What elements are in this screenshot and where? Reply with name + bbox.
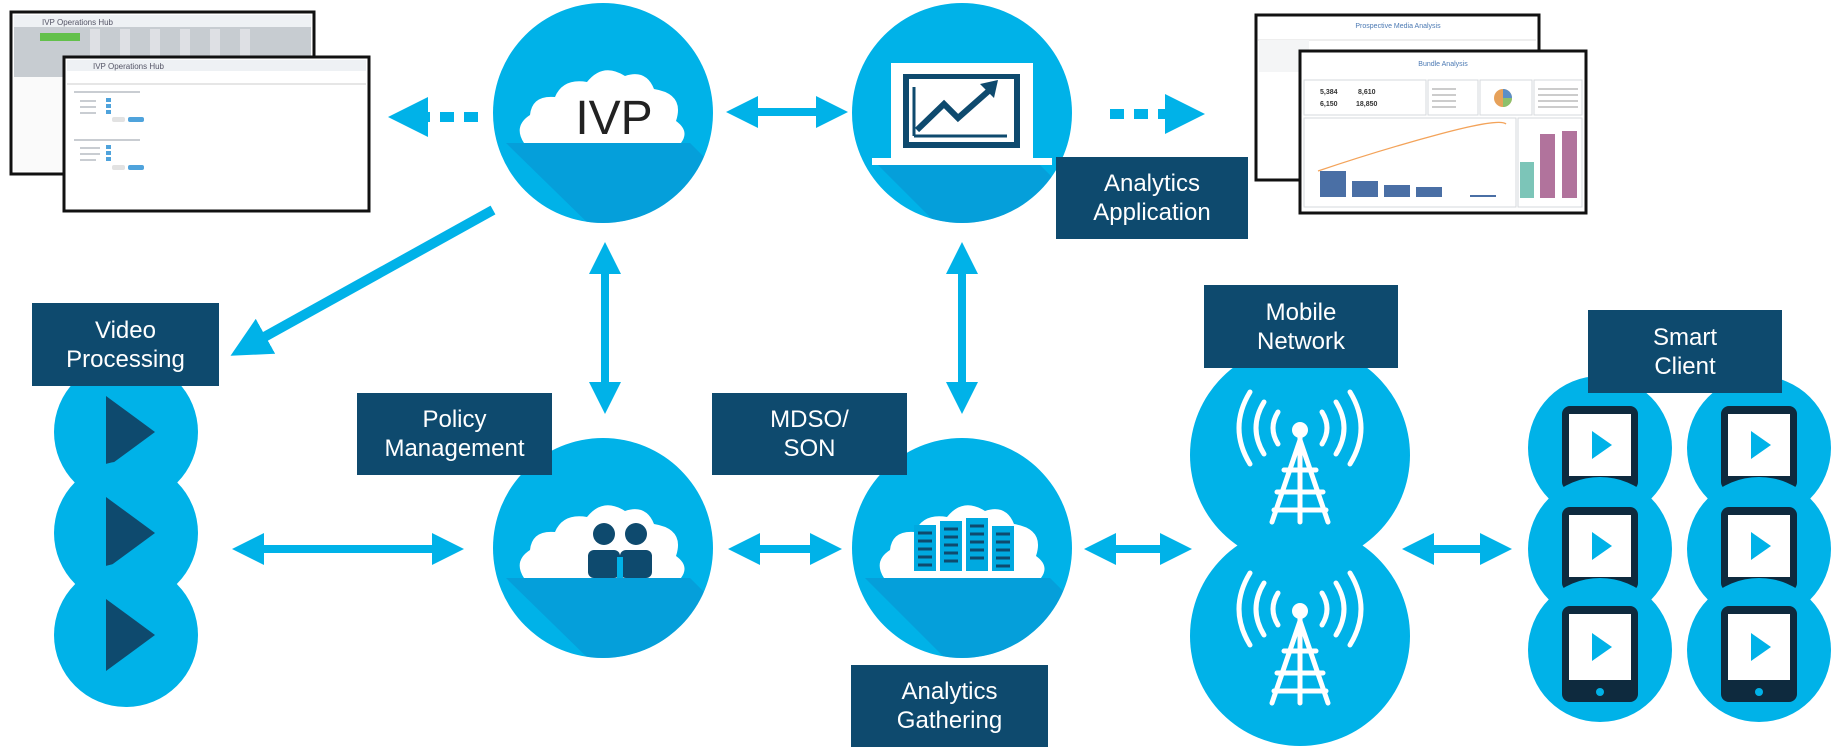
ivp-ui-screenshot: IVP Operations Hub IVP Operations Hub bbox=[9, 10, 371, 213]
play-icon bbox=[1751, 532, 1771, 560]
smart-client-label: Smart Client bbox=[1588, 310, 1782, 393]
analytics-application-label: Analytics Application bbox=[1056, 157, 1248, 239]
ivp-node: IVP bbox=[493, 3, 713, 223]
analytics-dashboard-screenshot: Prospective Media Analysis Bundle Analys… bbox=[1254, 13, 1588, 215]
video-stream-3 bbox=[54, 563, 198, 707]
play-icon bbox=[1751, 431, 1771, 459]
ivp-node-label: IVP bbox=[575, 92, 652, 145]
mobile-network-label: Mobile Network bbox=[1204, 285, 1398, 368]
analytics-gathering-label: Analytics Gathering bbox=[851, 665, 1048, 747]
dashboard-back-title: Prospective Media Analysis bbox=[1355, 23, 1441, 30]
dashboard-kpi-4: 18,850 bbox=[1356, 101, 1378, 108]
people-icon bbox=[588, 523, 652, 578]
cloud-icon bbox=[519, 70, 685, 143]
dashboard-kpi-3: 8,610 bbox=[1358, 89, 1376, 96]
ivp-ui-title-front: IVP Operations Hub bbox=[93, 62, 165, 71]
dashboard-kpi-2: 6,150 bbox=[1320, 101, 1338, 108]
device-5 bbox=[1528, 578, 1672, 722]
video-processing-label: Video Processing bbox=[32, 303, 219, 386]
policy-management-label: Policy Management bbox=[357, 393, 552, 475]
cell-tower-icon bbox=[1236, 570, 1364, 706]
device-1 bbox=[1528, 376, 1672, 520]
dashboard-front-title: Bundle Analysis bbox=[1418, 61, 1468, 68]
video-stream-2 bbox=[54, 461, 198, 605]
mobile-network-node bbox=[1190, 345, 1410, 746]
play-icon bbox=[1592, 532, 1612, 560]
arrow-ivp-to-video-processing bbox=[230, 205, 496, 356]
play-icon bbox=[1592, 431, 1612, 459]
cell-tower-icon bbox=[1236, 389, 1364, 525]
device-2 bbox=[1687, 376, 1831, 520]
device-6 bbox=[1687, 578, 1831, 722]
video-stream-1 bbox=[54, 360, 198, 504]
play-icon bbox=[106, 396, 155, 468]
ivp-ui-title-back: IVP Operations Hub bbox=[42, 18, 114, 27]
play-icon bbox=[106, 497, 155, 569]
laptop-chart-icon bbox=[872, 63, 1052, 165]
device-4 bbox=[1687, 477, 1831, 621]
dashboard-kpi-1: 5,384 bbox=[1320, 89, 1338, 96]
device-3 bbox=[1528, 477, 1672, 621]
cell-tower-1 bbox=[1190, 345, 1410, 565]
smart-client-node bbox=[1528, 376, 1831, 722]
cell-tower-2 bbox=[1190, 526, 1410, 746]
play-icon bbox=[1592, 633, 1612, 661]
connectors bbox=[230, 94, 1512, 565]
play-icon bbox=[106, 599, 155, 671]
video-processing-node bbox=[54, 360, 198, 707]
play-icon bbox=[1751, 633, 1771, 661]
analytics-application-node bbox=[852, 3, 1072, 223]
mdso-son-label: MDSO/ SON bbox=[712, 393, 907, 475]
server-rack-icon bbox=[914, 518, 1014, 571]
